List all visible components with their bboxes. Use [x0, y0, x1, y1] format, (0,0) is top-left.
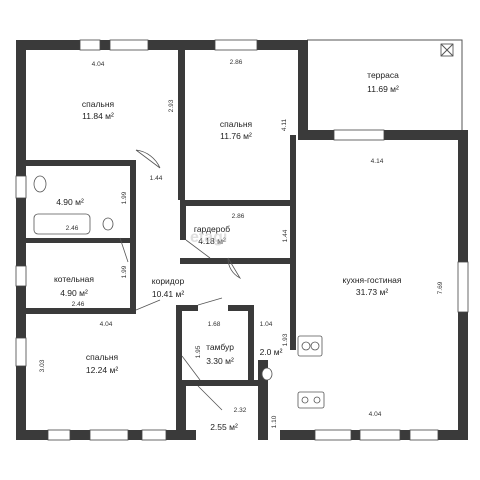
room-area: 11.69 м²: [367, 84, 399, 94]
dimension: 7.69: [437, 281, 444, 294]
dimension: 1.95: [195, 345, 202, 358]
windows: [15, 39, 469, 441]
dimension: 1.10: [271, 415, 278, 428]
room-name: спальня: [82, 99, 115, 109]
dimension: 4.04: [100, 321, 113, 328]
dimension: 1.68: [208, 321, 221, 328]
dimension-labels: 4.04 2.93 2.86 4.11 1.44 1.99 2.46 2.86 …: [39, 59, 444, 428]
room-name: гардероб: [194, 224, 230, 234]
watermark: etagi: [190, 229, 227, 246]
room-name: кухня-гостиная: [343, 275, 402, 285]
room-area: 11.84 м²: [82, 111, 114, 121]
dimension: 4.04: [369, 411, 382, 418]
room-name: тамбур: [206, 342, 234, 352]
dimension: 1.44: [150, 175, 163, 182]
room-area: 31.73 м²: [356, 287, 388, 297]
dimension: 2.86: [232, 213, 245, 220]
room-name: коридор: [152, 276, 185, 286]
room-name: терраса: [367, 70, 399, 80]
dimension: 4.04: [92, 61, 105, 68]
room-area: 3.30 м²: [206, 356, 234, 366]
doors: [119, 149, 242, 411]
dimension: 2.32: [234, 407, 247, 414]
room-area: 10.41 м²: [152, 289, 184, 299]
dimension: 4.11: [281, 119, 288, 132]
dimension: 1.44: [282, 229, 289, 242]
room-name: спальня: [86, 352, 119, 362]
dimension: 2.93: [168, 99, 175, 112]
room-area: 2.0 м²: [260, 347, 283, 357]
room-area: 2.55 м²: [210, 422, 238, 432]
room-area: 4.90 м²: [56, 197, 84, 207]
room-name: спальня: [220, 119, 253, 129]
interior-walls: [26, 50, 296, 390]
dimension: 1.99: [121, 191, 128, 204]
dimension: 2.46: [66, 225, 79, 232]
dimension: 2.46: [72, 301, 85, 308]
room-name: котельная: [54, 274, 94, 284]
dimension: 3.03: [39, 359, 46, 372]
fixtures: [33, 175, 325, 409]
dimension: 1.99: [121, 265, 128, 278]
dimension: 1.93: [282, 333, 289, 346]
dimension: 2.86: [230, 59, 243, 66]
room-area: 4.90 м²: [60, 288, 88, 298]
room-area: 4.18 м²: [198, 236, 226, 246]
terrace-marker: [440, 43, 454, 57]
terrace-outline: [307, 39, 463, 130]
room-area: 12.24 м²: [86, 365, 118, 375]
dimension: 4.14: [371, 158, 384, 165]
room-area: 11.76 м²: [220, 131, 252, 141]
dimension: 1.04: [260, 321, 273, 328]
room-labels: спальня 11.84 м² спальня 11.76 м² террас…: [54, 70, 402, 432]
